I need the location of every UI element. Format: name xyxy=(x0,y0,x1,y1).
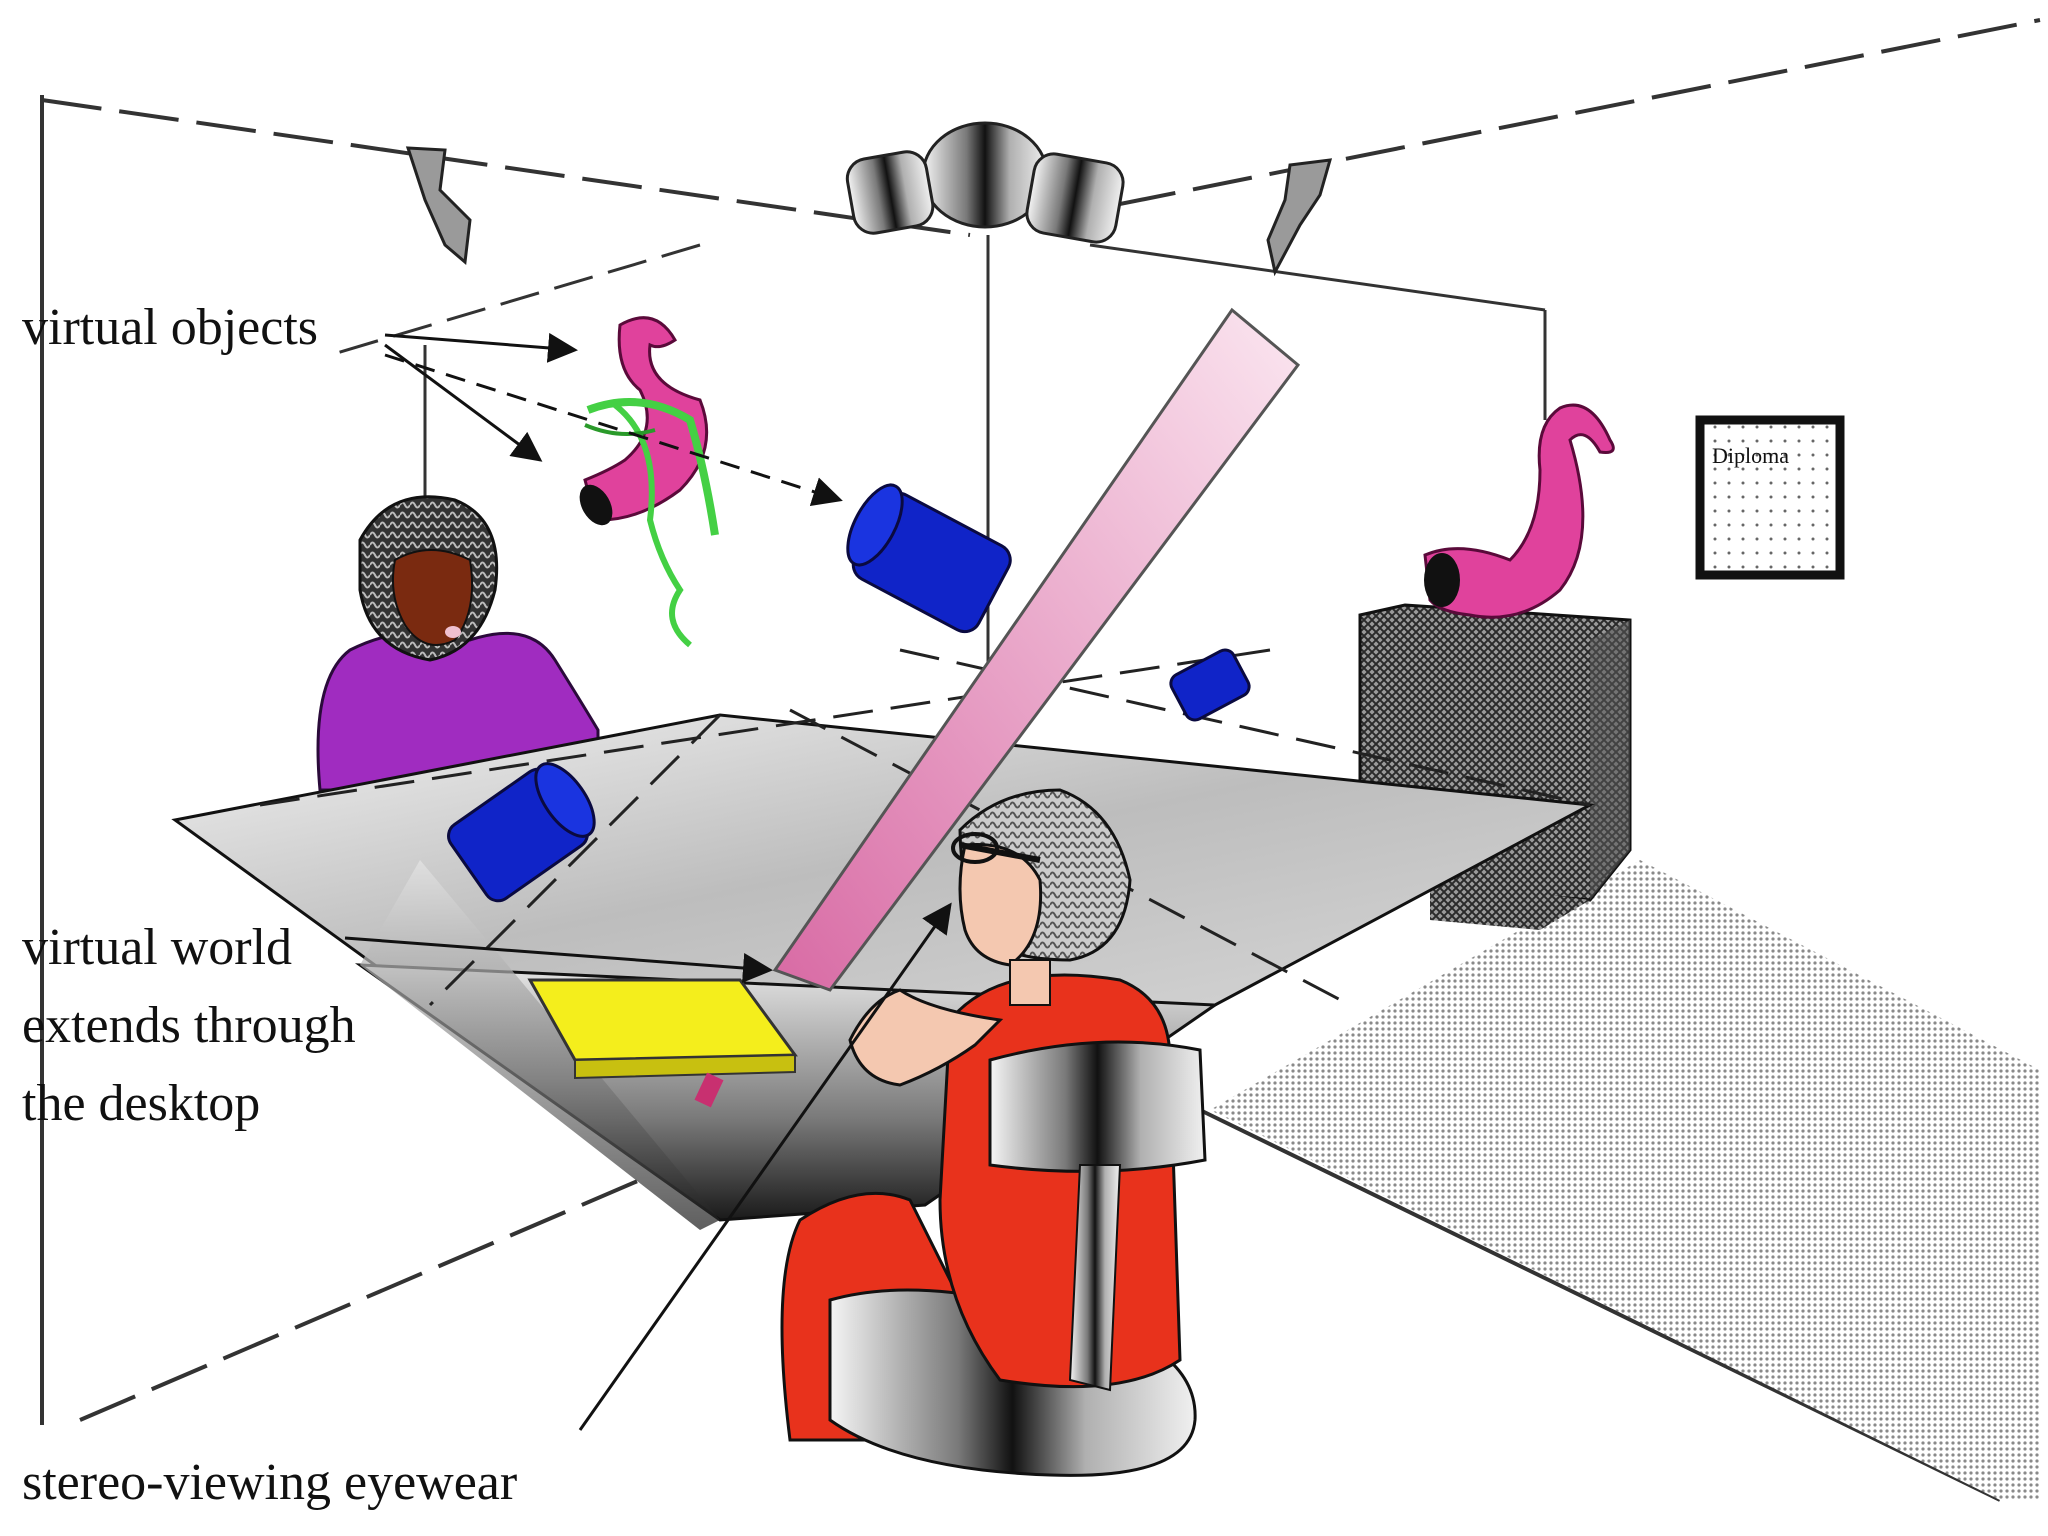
virtual-objects-arrow xyxy=(384,332,578,363)
label-the-desktop: the desktop xyxy=(22,1075,261,1132)
light-beam-icon xyxy=(772,307,1301,992)
cylinder-icon xyxy=(447,762,596,903)
eyewear-arrow xyxy=(578,902,952,1431)
virtual-objects-arrow xyxy=(384,343,543,462)
stomach-model-icon xyxy=(1423,403,1615,619)
label-virtual-objects: virtual objects xyxy=(22,299,319,356)
annotation-arrows xyxy=(344,332,952,1431)
virtual-world-arrow xyxy=(344,936,773,983)
yellow-plate xyxy=(527,978,798,1108)
stomach-model-icon xyxy=(579,316,719,648)
label-stereo-viewing-eyewear: stereo-viewing eyewear xyxy=(22,1454,518,1511)
virtual-objects-arrow xyxy=(384,353,843,507)
label-virtual-world: virtual world xyxy=(22,919,293,976)
label-extends-through: extends through xyxy=(22,997,356,1054)
cylinder-icon xyxy=(1169,648,1251,722)
ceiling-projector-icon xyxy=(845,121,1125,244)
cylinder-icon xyxy=(846,483,1012,634)
floor-area xyxy=(1210,860,2040,1500)
person-icon xyxy=(780,788,1207,1477)
diploma-icon: Diploma xyxy=(1695,415,1845,580)
room-frame xyxy=(40,18,2041,1502)
diploma-text: Diploma xyxy=(1712,443,1789,468)
